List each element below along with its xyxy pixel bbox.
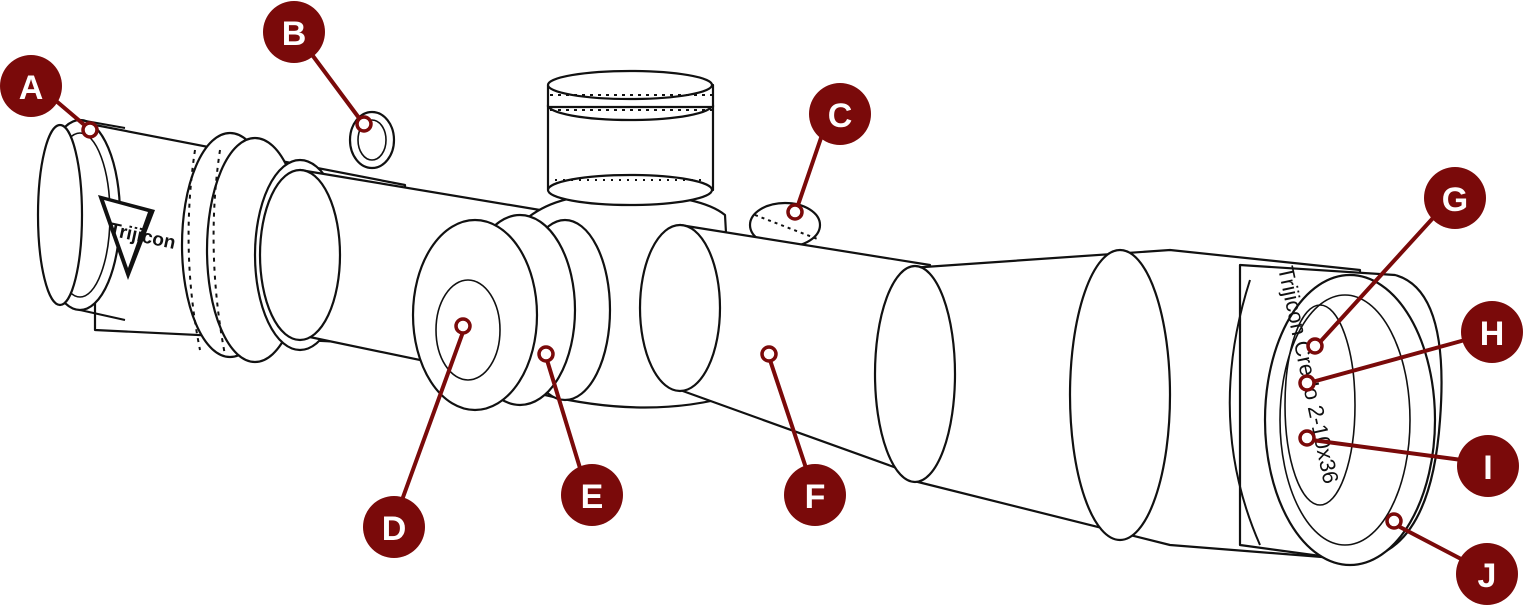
callout-c-label: C <box>828 97 853 135</box>
callout-f: F <box>760 345 846 526</box>
callout-b: B <box>263 1 373 133</box>
callout-f-label: F <box>805 478 826 516</box>
callout-c: C <box>786 83 871 221</box>
callout-h: H <box>1298 301 1523 392</box>
callout-d-label: D <box>382 510 407 548</box>
objective-front <box>1228 263 1443 567</box>
callout-i-label: I <box>1483 449 1492 487</box>
callout-j: J <box>1385 512 1518 605</box>
callout-g: G <box>1306 167 1486 355</box>
callout-g-label: G <box>1442 181 1468 219</box>
callout-b-label: B <box>282 15 307 53</box>
front-tube <box>638 223 932 482</box>
callout-i: I <box>1298 429 1519 497</box>
callout-a: A <box>0 55 99 139</box>
callout-d: D <box>363 317 472 558</box>
callout-e: E <box>537 345 623 526</box>
callout-e-label: E <box>581 478 604 516</box>
callout-a-label: A <box>19 69 44 107</box>
elevation-turret <box>546 69 715 207</box>
callout-j-label: J <box>1478 557 1497 595</box>
windage-turret <box>411 213 612 412</box>
callout-h-label: H <box>1480 315 1505 353</box>
